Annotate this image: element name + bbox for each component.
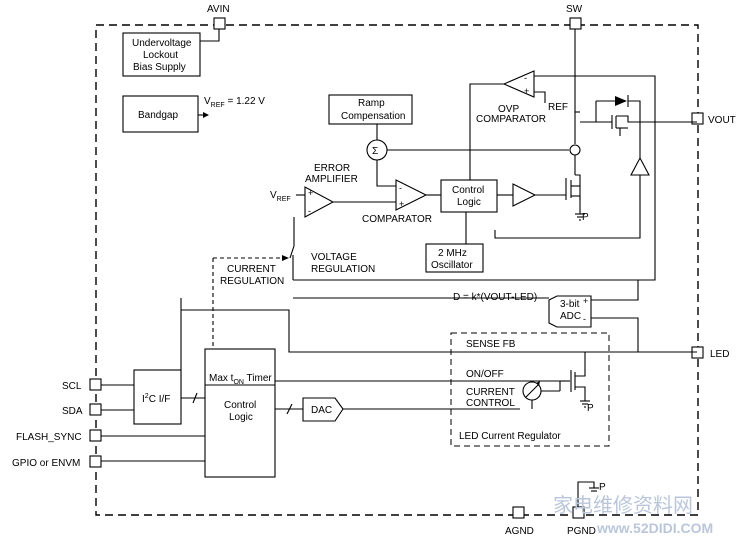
uvlo-line3: Bias Supply (133, 62, 186, 73)
control-logic-bottom-line1: Control (224, 400, 256, 411)
pin-gpio (89, 455, 102, 468)
current-control-1: CURRENT (466, 387, 515, 398)
ovp-comparator (502, 70, 535, 98)
osc-line2: Oscillator (431, 260, 473, 271)
voltage-reg-label1: VOLTAGE (311, 252, 357, 263)
gnd-p-top: P (582, 212, 589, 223)
ramp-line2: Compensation (341, 111, 405, 122)
pin-agnd-label: AGND (505, 526, 534, 537)
sense-fb-label: SENSE FB (466, 339, 516, 350)
uvlo-block (122, 32, 201, 77)
pin-sda-label: SDA (62, 406, 83, 417)
pin-sda (89, 403, 102, 416)
bandgap-block (122, 95, 199, 133)
pin-gpio-label: GPIO or ENVM (12, 458, 80, 469)
voltage-reg-label2: REGULATION (311, 264, 375, 275)
control-logic-top-line1: Control (452, 185, 484, 196)
uvlo-line2: Lockout (143, 50, 178, 61)
svg-text:-: - (583, 314, 586, 324)
pin-scl (89, 378, 102, 391)
dac-label: DAC (311, 405, 332, 416)
uvlo-line1: Undervoltage (132, 38, 192, 49)
current-reg-label2: REGULATION (220, 276, 284, 287)
vref2-text: VREF (270, 190, 291, 203)
vout-driver (630, 156, 650, 176)
dac-block (302, 397, 344, 422)
osc-line1: 2 MHz (438, 248, 467, 259)
control-logic-bottom-line2: Logic (229, 412, 253, 423)
ovp-label2: COMPARATOR (476, 114, 546, 125)
pin-flash-sync (89, 429, 102, 442)
pin-vout-label: VOUT (708, 115, 736, 126)
pin-sw-label: SW (566, 4, 583, 15)
comparator-label: COMPARATOR (362, 214, 432, 225)
i2c-block (133, 369, 182, 425)
adc-line1: 3-bit (560, 299, 580, 310)
sw-node (569, 144, 581, 156)
i2c-label: I2C I/F (142, 393, 170, 405)
adc-line2: ADC (560, 311, 581, 322)
control-logic-top-line2: Logic (457, 197, 481, 208)
vref-text: VREF = 1.22 V (204, 96, 265, 109)
svg-text:-: - (524, 73, 527, 83)
watermark-cn: 家电维修资料网 (553, 493, 693, 517)
current-reg-label1: CURRENT (227, 264, 276, 275)
pin-avin-label: AVIN (207, 4, 230, 15)
svg-text:-: - (308, 206, 311, 216)
pin-pgnd-label: PGND (567, 526, 596, 537)
watermark-url: www.52DIDI.COM (596, 520, 713, 536)
pin-vout (691, 112, 704, 125)
pin-scl-label: SCL (62, 381, 82, 392)
svg-text:+: + (583, 296, 588, 306)
ramp-block (328, 94, 413, 125)
gnd-p-bottom: P (587, 403, 594, 414)
svg-text:+: + (399, 199, 404, 209)
oscillator-block (425, 243, 484, 273)
led-reg-label: LED Current Regulator (459, 431, 561, 442)
current-control-2: CONTROL (466, 398, 515, 409)
control-logic-top (440, 179, 498, 213)
timer-label: Max tON Timer (209, 373, 272, 386)
ramp-line1: Ramp (358, 98, 385, 109)
chip-boundary (95, 24, 699, 516)
ovp-ref-label: REF (548, 102, 568, 113)
pin-avin (213, 17, 226, 30)
svg-text:-: - (399, 183, 402, 193)
error-amp-label1: ERROR (314, 163, 350, 174)
led-regulator-box (450, 332, 610, 447)
gnd-p-pgnd: P (599, 482, 606, 493)
pin-flash-sync-label: FLASH_SYNC (16, 432, 82, 443)
onoff-label: ON/OFF (466, 369, 504, 380)
gate-driver (512, 183, 537, 207)
pin-sw (569, 17, 582, 30)
sigma-label: Σ (372, 146, 378, 157)
adc-formula: D = k*(VOUT-LED) (453, 292, 537, 303)
error-amplifier (304, 186, 335, 218)
svg-text:+: + (308, 188, 313, 198)
pin-led-label: LED (710, 349, 729, 360)
ovp-label1: OVP (498, 104, 519, 115)
control-logic-bottom (204, 348, 276, 478)
pin-agnd (512, 506, 525, 519)
bandgap-label: Bandgap (138, 110, 178, 121)
svg-text:+: + (524, 86, 529, 96)
adc-block (548, 295, 592, 328)
error-amp-label2: AMPLIFIER (305, 174, 358, 185)
pwm-comparator (395, 179, 428, 211)
